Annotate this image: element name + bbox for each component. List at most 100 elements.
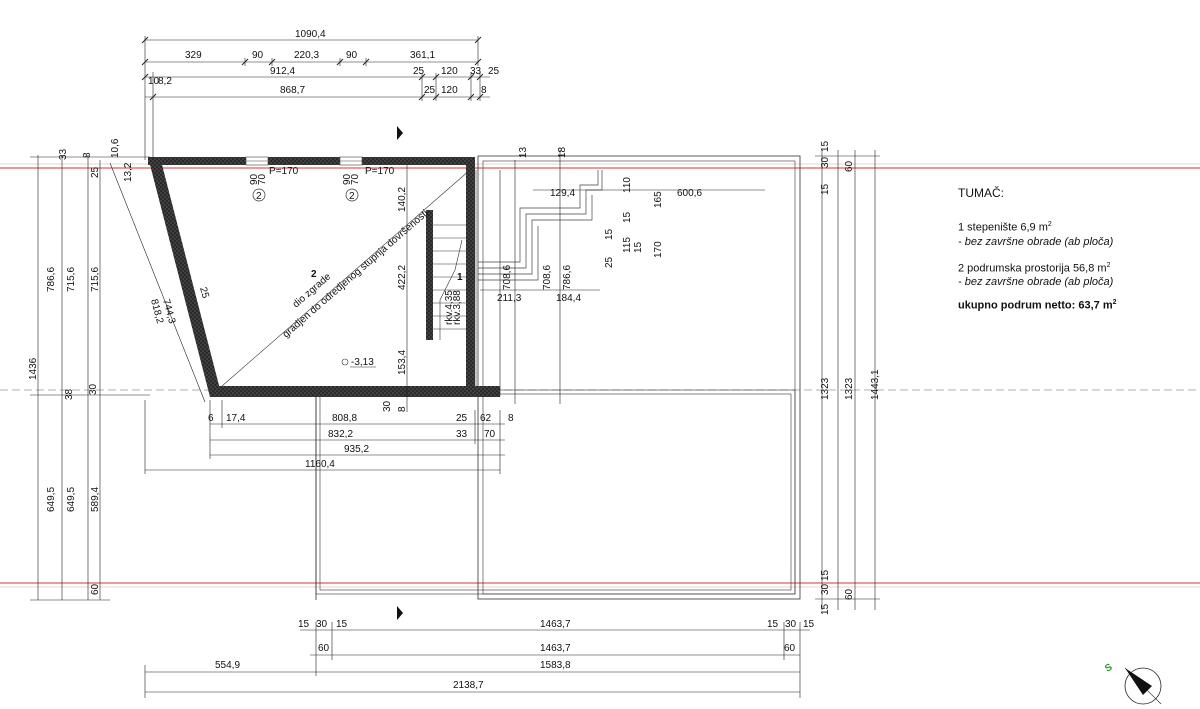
dim-row1-c: 15 xyxy=(336,619,348,630)
dim-right-60b: 60 xyxy=(844,588,855,600)
dim-row1-a: 15 xyxy=(298,619,310,630)
dim-30a: 30 xyxy=(382,400,393,412)
dim-8: 8 xyxy=(481,85,487,96)
dim-row2-a: 60 xyxy=(318,643,330,654)
dim-top-part-3: 220,3 xyxy=(294,50,319,61)
dim-25c: 25 xyxy=(424,85,436,96)
north-label: S xyxy=(1103,662,1115,675)
section-arrow-bottom xyxy=(397,606,403,620)
dim-600: 600,6 xyxy=(677,188,702,199)
dim-top-part-4: 90 xyxy=(346,50,358,61)
dim-row4: 2138,7 xyxy=(453,680,484,691)
svg-text:-3,13: -3,13 xyxy=(351,357,374,368)
bottom-left-dimensions xyxy=(144,400,505,474)
north-arrow xyxy=(1124,667,1162,705)
svg-text:2: 2 xyxy=(349,191,355,202)
stair-note-2: rkv.3,88 xyxy=(452,290,463,325)
dim-top-part-1: 329 xyxy=(185,50,202,61)
dim-211: 211,3 xyxy=(497,293,522,304)
svg-text:P=170: P=170 xyxy=(269,166,299,177)
dim-13: 13 xyxy=(518,146,529,158)
dim-25e: 25 xyxy=(197,286,211,300)
dim-row1-f: 15 xyxy=(803,619,815,630)
interior-dimensions xyxy=(406,150,765,412)
dim-row1-d: 15 xyxy=(767,619,779,630)
dim-33: 33 xyxy=(470,66,482,77)
dim-left-30: 30 xyxy=(88,383,99,395)
legend-item-sup: 2 xyxy=(1047,221,1052,228)
dim-bot-62: 62 xyxy=(480,413,492,424)
dim-140: 140,2 xyxy=(397,187,408,212)
window-marker-right: 2 P=170 90 70 xyxy=(342,166,395,202)
room-2-number: 2 xyxy=(311,269,317,280)
dim-8-2: 8,2 xyxy=(158,76,172,87)
dim-right-15d: 15 xyxy=(820,569,831,581)
dim-bot-33: 33 xyxy=(456,429,468,440)
dim-left-589: 589,4 xyxy=(90,487,101,512)
dim-right-15b: 15 xyxy=(820,140,831,152)
dim-left-715a: 715,6 xyxy=(66,267,77,292)
dim-row1-b: 30 xyxy=(316,619,328,630)
dim-708b: 708,6 xyxy=(542,265,553,290)
legend-total-label: ukupno podrum netto: 63,7 m xyxy=(958,299,1113,312)
dim-bot-70: 70 xyxy=(484,429,496,440)
dim-left-33: 33 xyxy=(58,148,69,160)
legend-item-label: 2 podrumska prostorija 56,8 m xyxy=(958,262,1107,275)
dim-184: 184,4 xyxy=(556,293,581,304)
dim-110: 110 xyxy=(622,177,633,193)
dim-bot-25: 25 xyxy=(456,413,468,424)
stair-steps xyxy=(433,170,477,390)
dim-25f: 25 xyxy=(604,256,615,268)
legend-title: TUMAČ: xyxy=(958,186,1004,200)
room-1-number: 1 xyxy=(457,272,463,283)
diagonal-line xyxy=(221,169,471,387)
dim-bot-935: 935,2 xyxy=(344,444,369,455)
dim-bot-17: 17,4 xyxy=(226,413,246,424)
dim-row3-a: 554,9 xyxy=(215,660,240,671)
dim-left-8: 8 xyxy=(82,152,93,158)
dim-right-60a: 60 xyxy=(844,160,855,172)
svg-text:2: 2 xyxy=(256,191,262,202)
dim-422: 422,2 xyxy=(397,265,408,290)
svg-text:70: 70 xyxy=(350,173,361,185)
dim-bot-1160: 1160,4 xyxy=(305,459,335,470)
dim-right-15a: 15 xyxy=(820,183,831,195)
left-dimensions xyxy=(30,155,206,601)
dim-129: 129,4 xyxy=(550,188,575,199)
dim-10: 10 xyxy=(148,76,160,87)
section-arrow-top xyxy=(397,126,403,140)
dim-row1-mid: 1463,7 xyxy=(540,619,571,630)
svg-text:gradjen do odredjenog stupnja: gradjen do odredjenog stupnja dovršenost… xyxy=(281,208,431,340)
legend-panel: TUMAČ: 1 stepenište 6,9 m2 - bez završne… xyxy=(958,186,1193,312)
dim-15a: 15 xyxy=(622,211,633,223)
dim-15b: 15 xyxy=(633,241,644,253)
legend-item-sup: 2 xyxy=(1106,261,1111,269)
dim-top-total: 1090,4 xyxy=(295,29,326,40)
dim-120b: 120 xyxy=(441,85,458,96)
outer-slab-outline xyxy=(315,155,801,600)
dim-13-2: 13,2 xyxy=(123,162,134,182)
dim-right-1323b: 1323 xyxy=(844,377,855,400)
dim-left-786: 786,6 xyxy=(46,267,57,292)
dim-868: 868,7 xyxy=(280,85,305,96)
dim-8c: 8 xyxy=(397,406,408,412)
level-mark: -3,13 xyxy=(341,357,376,368)
dim-165: 165 xyxy=(653,191,664,208)
dim-170: 170 xyxy=(653,241,664,258)
legend-item-note: - bez završne obrade (ab ploča) xyxy=(958,276,1114,289)
dim-left-649a: 649,5 xyxy=(46,487,57,512)
dim-top-part-2: 90 xyxy=(252,50,264,61)
dim-25b: 25 xyxy=(488,66,500,77)
legend-total-sup: 2 xyxy=(1112,299,1117,307)
dim-right-1443: 1443,1 xyxy=(870,369,881,400)
stepped-outline xyxy=(478,170,603,281)
dim-bot-808: 808,8 xyxy=(332,413,357,424)
dim-bot-8: 8 xyxy=(508,413,514,424)
dim-left-25: 25 xyxy=(90,166,101,178)
top-dim-ticks xyxy=(141,36,484,101)
legend-item-label: 1 stepenište 6,9 m xyxy=(958,221,1048,234)
dim-left-38: 38 xyxy=(64,388,75,400)
dim-bot-6: 6 xyxy=(208,413,214,424)
dim-18: 18 xyxy=(557,146,568,158)
